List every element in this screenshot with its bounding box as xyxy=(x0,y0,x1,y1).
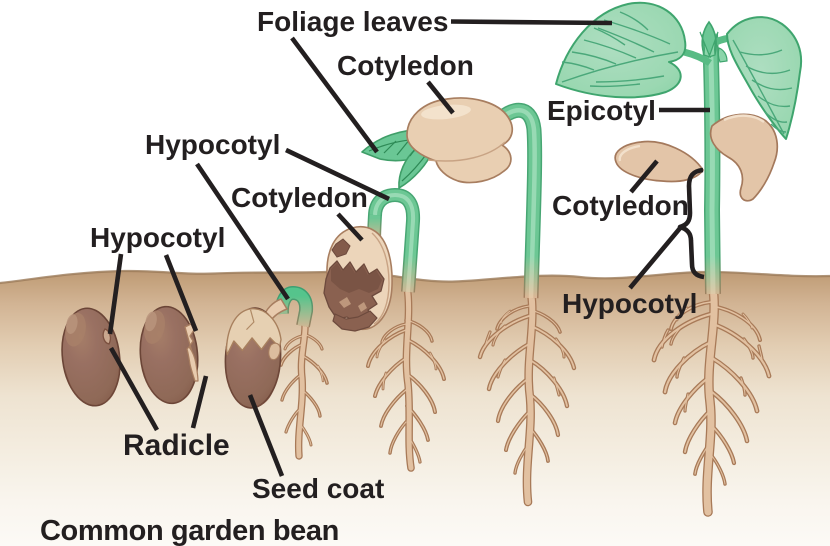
svg-text:Cotyledon: Cotyledon xyxy=(552,190,689,221)
svg-text:Hypocotyl: Hypocotyl xyxy=(90,222,225,253)
svg-text:Hypocotyl: Hypocotyl xyxy=(145,129,280,160)
svg-text:Foliage leaves: Foliage leaves xyxy=(257,6,448,37)
svg-text:Common garden bean: Common garden bean xyxy=(40,515,339,546)
svg-text:Epicotyl: Epicotyl xyxy=(547,95,656,126)
svg-text:Cotyledon: Cotyledon xyxy=(231,182,368,213)
svg-text:Hypocotyl: Hypocotyl xyxy=(562,288,697,319)
svg-text:Cotyledon: Cotyledon xyxy=(337,50,474,81)
svg-text:Seed coat: Seed coat xyxy=(252,473,384,504)
svg-text:Radicle: Radicle xyxy=(123,429,230,462)
